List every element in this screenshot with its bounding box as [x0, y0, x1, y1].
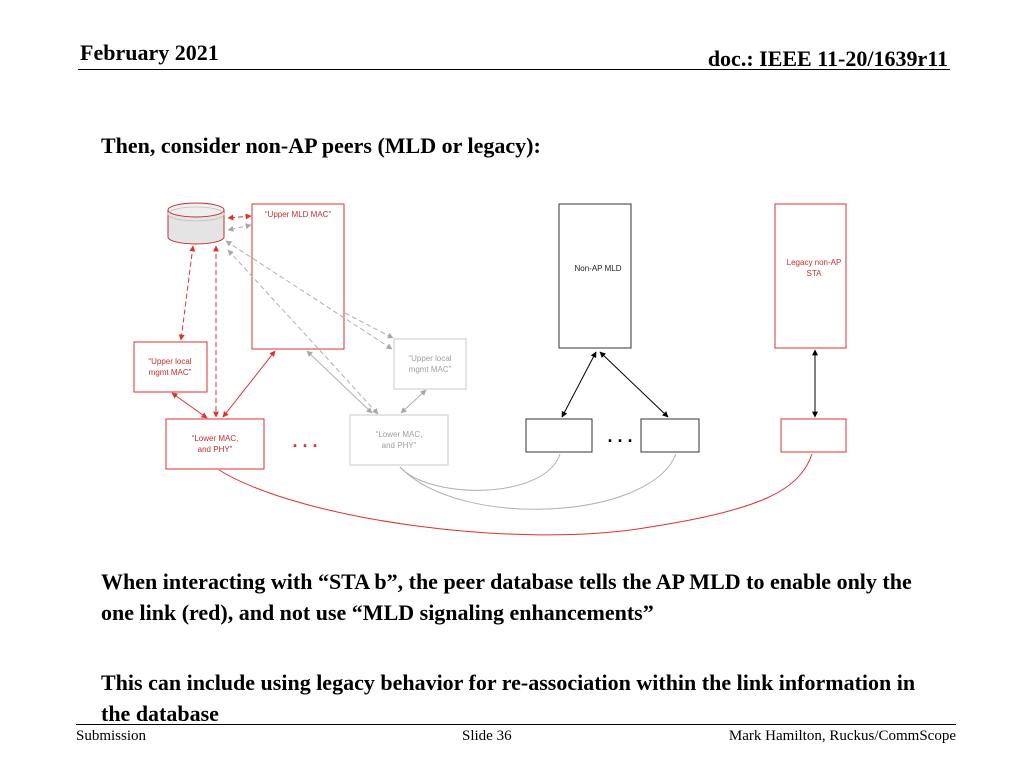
non-ap-link-right-box: [640, 418, 700, 453]
lower-mac-gray-box: [349, 414, 449, 466]
lower-mac-gray-label-2: and PHY”: [382, 441, 417, 450]
footer-submission: Submission: [76, 728, 147, 744]
link-curve-gray-to-left: [399, 453, 561, 491]
legacy-sta-label-2: STA: [807, 269, 823, 278]
lower-mac-gray-label-1: “Lower MAC,: [376, 430, 423, 439]
lower-mac-red-label-2: and PHY”: [198, 445, 233, 454]
legacy-sta-label-1: Legacy non-AP: [787, 258, 842, 267]
arrow-upper-mld-to-db-gray: [227, 223, 252, 232]
paragraph-legacy-behavior: This can include using legacy behavior f…: [101, 670, 916, 726]
legacy-sta-box: [774, 203, 847, 349]
arrow-upper-mld-to-lower-mac-gray: [306, 350, 373, 414]
footer-slide-number: Slide 36: [462, 728, 512, 744]
ellipsis-red: . . .: [292, 431, 317, 451]
non-ap-mld-box: [558, 203, 632, 349]
non-ap-mld-label: Non-AP MLD: [575, 264, 622, 273]
upper-local-mgmt-gray-box: [393, 338, 467, 390]
lower-mac-red-label-1: “Lower MAC,: [192, 434, 239, 443]
paragraph-sta-b: When interacting with “STA b”, the peer …: [101, 569, 912, 625]
arrow-upper-local-gray-to-lower-mac-gray: [400, 389, 427, 414]
upper-local-mgmt-gray-label-1: “Upper local: [408, 354, 451, 363]
upper-local-mgmt-red-box: [133, 341, 208, 393]
arrow-upper-mld-to-lower-mac-red: [222, 350, 276, 418]
arrow-upper-mld-to-upper-local-gray: [344, 312, 394, 339]
header-rule: [78, 69, 950, 70]
upper-mld-mac-label: “Upper MLD MAC”: [265, 210, 332, 219]
upper-local-mgmt-red-label-1: “Upper local: [148, 357, 191, 366]
footer-author: Mark Hamilton, Ruckus/CommScope: [728, 728, 956, 744]
ellipsis-black: . . .: [607, 426, 632, 446]
lower-mac-red-box: [165, 418, 265, 470]
upper-local-mgmt-gray-label-2: mgmt MAC”: [409, 365, 452, 374]
arrow-upper-mld-to-db: [227, 213, 252, 221]
arrow-non-ap-mld-to-right-link: [599, 351, 669, 418]
peer-database-icon: [167, 202, 225, 245]
header-date: February 2021: [80, 40, 219, 65]
arrow-non-ap-mld-to-left-link: [561, 351, 597, 418]
link-curve-gray-to-right: [399, 453, 677, 510]
arrow-db-to-upper-local-red: [178, 245, 196, 341]
non-ap-link-left-box: [525, 418, 593, 453]
slide-heading: Then, consider non-AP peers (MLD or lega…: [101, 133, 541, 158]
footer-rule: [76, 724, 956, 725]
upper-local-mgmt-red-label-2: mgmt MAC”: [149, 368, 192, 377]
link-curve-red-to-legacy: [218, 453, 813, 536]
legacy-link-box: [780, 418, 847, 453]
arrow-upper-local-red-to-lower-mac-red: [171, 392, 208, 419]
header-doc-id: doc.: IEEE 11-20/1639r11: [707, 46, 948, 71]
